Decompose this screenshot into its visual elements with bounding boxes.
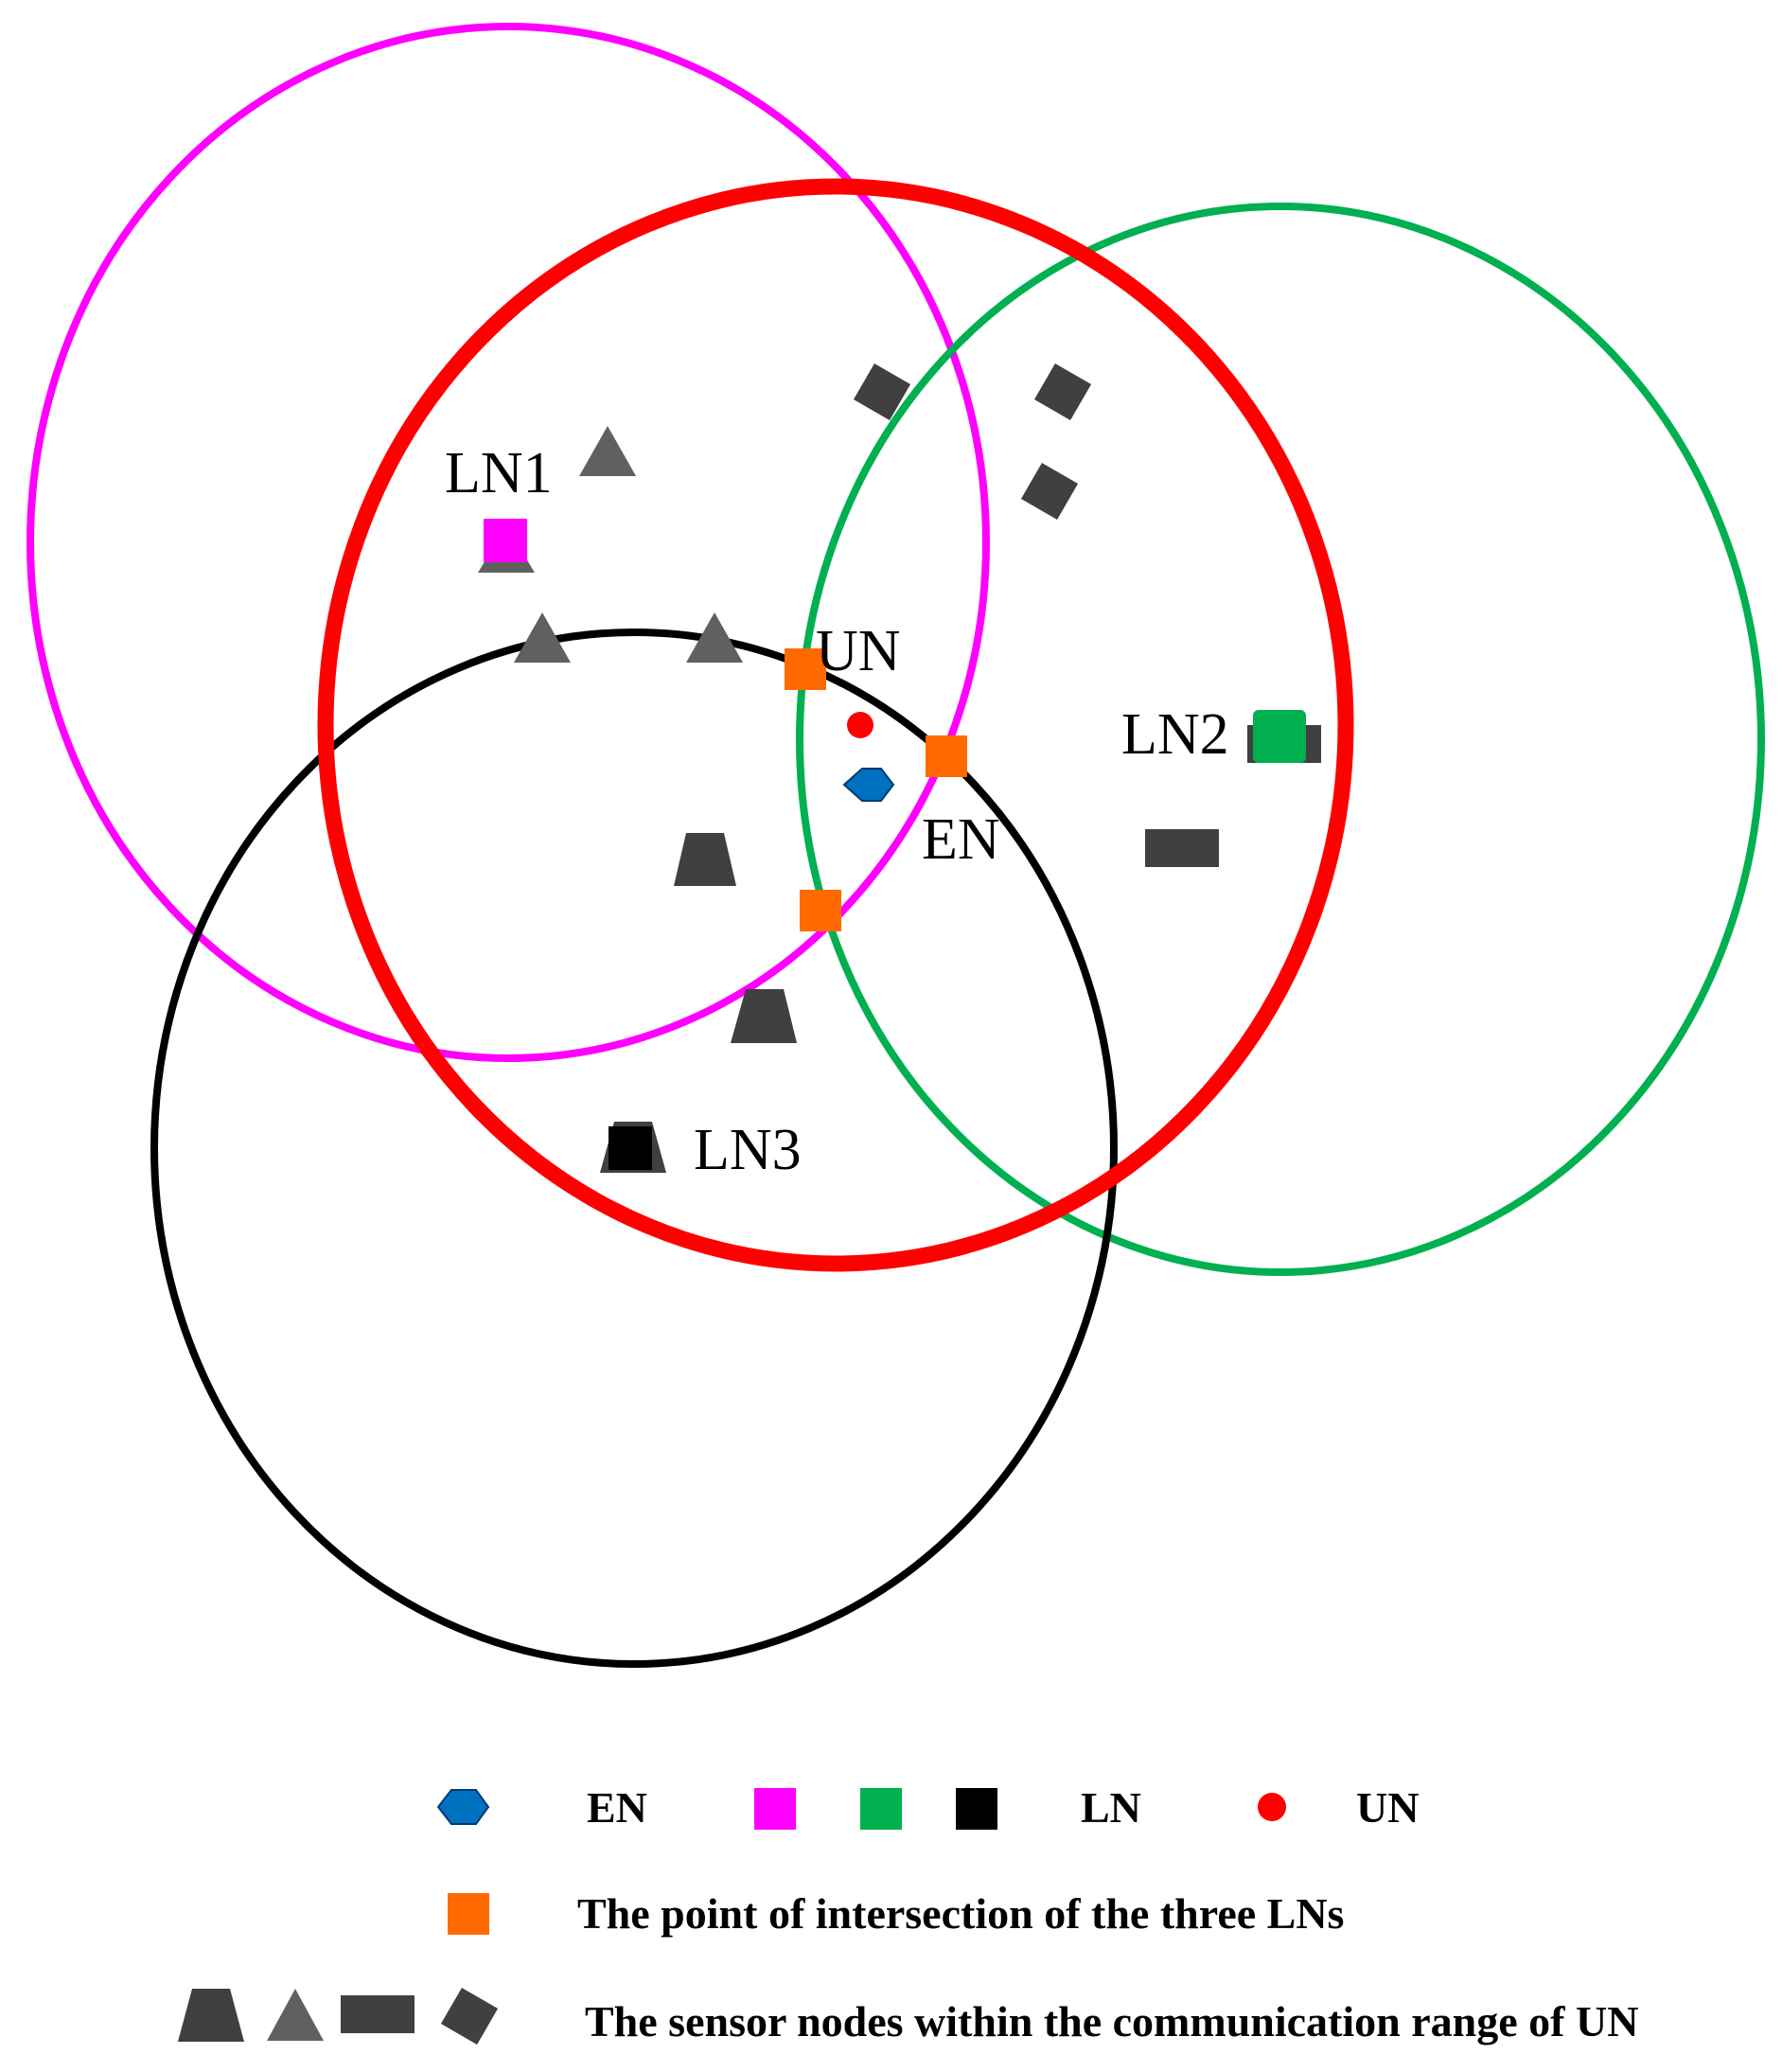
- sensor-diamond: [1020, 462, 1079, 521]
- ln1-label: LN1: [445, 441, 553, 505]
- intersection-point: [800, 890, 841, 931]
- intersection-point: [785, 648, 826, 690]
- legend-ln1-icon: [754, 1788, 796, 1830]
- sensor-triangle: [686, 612, 743, 663]
- legend-ln-label: LN: [1081, 1783, 1141, 1832]
- sensor-diamond: [1033, 363, 1092, 421]
- legend-ln3-icon: [956, 1788, 997, 1830]
- legend-en-label: EN: [587, 1783, 647, 1832]
- ln3-range-circle: [150, 629, 1118, 1668]
- legend-intersection-icon: [448, 1893, 489, 1935]
- legend-intersection-label: The point of intersection of the three L…: [577, 1889, 1344, 1938]
- en-label: EN: [922, 807, 1000, 872]
- legend-sensor-triangle-icon: [267, 1989, 324, 2041]
- ln2-range-circle: [796, 203, 1765, 1276]
- legend-en-icon: [436, 1789, 490, 1825]
- un-label: UN: [816, 619, 901, 683]
- legend-un-icon: [1258, 1793, 1286, 1821]
- legend-sensor-label: The sensor nodes within the communicatio…: [585, 1997, 1638, 2045]
- location-nodes: [484, 519, 1306, 1170]
- intersection-points: [785, 648, 967, 931]
- ln2-node: [1253, 710, 1306, 763]
- ln2-label: LN2: [1121, 702, 1229, 767]
- legend-sensor-rectangle-icon: [341, 1995, 415, 2033]
- sensor-triangle: [514, 612, 571, 663]
- intersection-point: [926, 735, 967, 777]
- legend-ln2-icon: [860, 1788, 902, 1830]
- legend: EN LN UN The point of intersection of th…: [178, 1783, 1638, 2045]
- legend-sensor-diamond-icon: [440, 1987, 499, 2045]
- legend-un-label: UN: [1356, 1783, 1419, 1832]
- sensor-trapezoid: [674, 833, 736, 886]
- un-node: [847, 712, 873, 738]
- sensor-rectangle: [1145, 829, 1219, 867]
- sensor-trapezoid: [731, 989, 797, 1043]
- ln1-range-circle: [26, 23, 990, 1062]
- sensor-diamond: [853, 363, 911, 421]
- ln3-label: LN3: [694, 1118, 802, 1182]
- un-range-circle: [317, 178, 1354, 1272]
- sensor-triangle: [579, 426, 636, 476]
- ln3-node: [609, 1126, 652, 1170]
- range-circles: [26, 23, 1765, 1668]
- legend-sensor-trapezoid-icon: [178, 1989, 244, 2042]
- en-node: [842, 768, 895, 802]
- ln1-node: [484, 519, 527, 562]
